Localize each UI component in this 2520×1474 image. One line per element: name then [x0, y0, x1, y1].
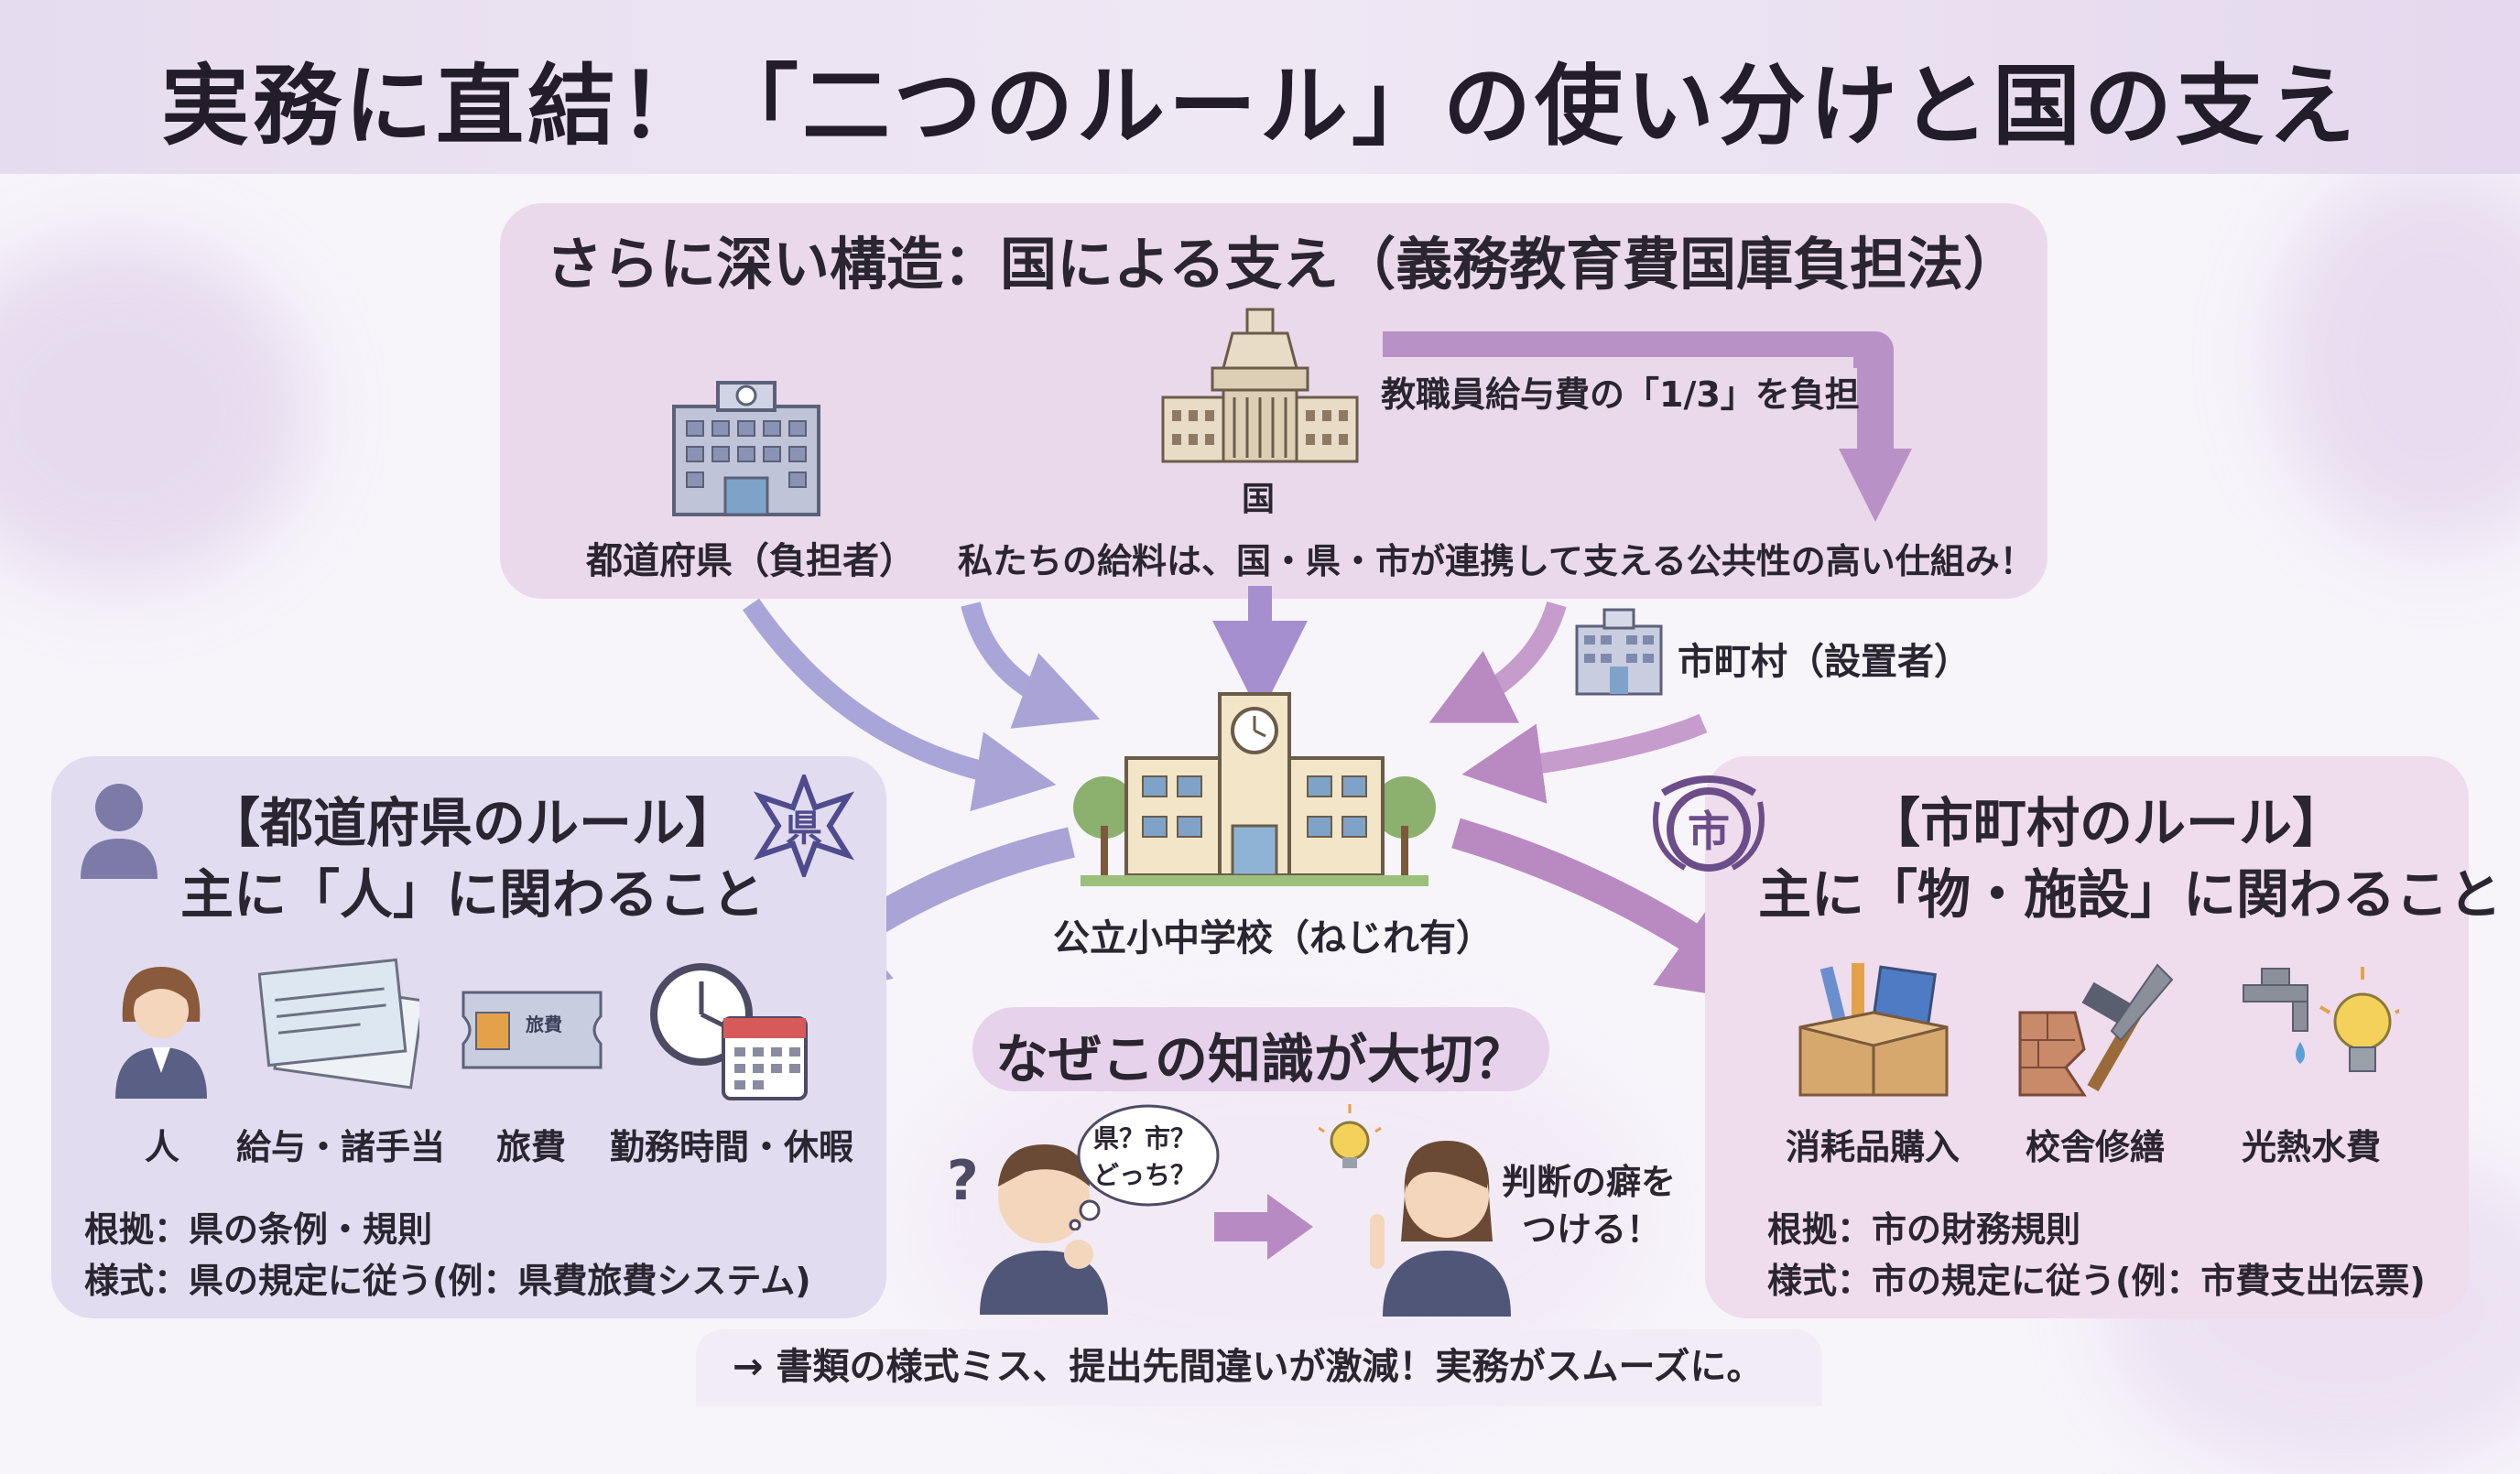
prefecture-label: 都道府県（負担者） — [586, 540, 916, 582]
funding-summary: 私たちの給料は、国・県・市が連携して支える公共性の高い仕組み！ — [958, 541, 2035, 581]
person-icon — [81, 784, 158, 879]
thought-line-1: 県？市？ — [1093, 1123, 1197, 1154]
prefecture-format: 様式：県の規定に従う(例：県費旅費システム) — [84, 1261, 811, 1301]
background-wash — [2271, 165, 2520, 549]
municipality-label: 市町村（設置者） — [1678, 641, 1971, 683]
municipality-building-icon — [1575, 608, 1663, 696]
page-title: 実務に直結！「二つのルール」の使い分けと国の支え — [161, 55, 2359, 157]
national-support-heading: さらに深い構造：国による支え（義務教育費国庫負担法） — [546, 231, 2021, 298]
idea-person-icon — [1319, 1104, 1511, 1317]
svg-text:?: ? — [947, 1149, 979, 1213]
prefecture-seal-text: 県 — [786, 807, 822, 850]
footer-message: → 書類の様式ミス、提出先間違いが激減！実務がスムーズに。 — [733, 1346, 1764, 1388]
prefecture-item-worktime: 勤務時間・休暇 — [610, 1127, 854, 1167]
prefecture-rules-subheading: 主に「人」に関わること — [179, 863, 765, 926]
prefecture-item-person: 人 — [145, 1127, 180, 1167]
municipality-item-repairs: 校舎修繕 — [2026, 1127, 2166, 1167]
school-label: 公立小中学校（ねじれ有） — [1053, 917, 1493, 959]
staff-person-icon — [115, 967, 207, 1099]
diet-building-icon — [1161, 308, 1359, 463]
municipality-rules-heading: 【市町村のルール】 — [1866, 792, 2345, 854]
municipality-basis: 根拠：市の財務規則 — [1767, 1209, 2081, 1250]
title-band — [0, 0, 2520, 174]
travel-ticket-text: 旅費 — [526, 1013, 562, 1035]
why-heading-pill — [972, 1007, 1549, 1091]
prefecture-item-salary: 給与・諸手当 — [236, 1127, 446, 1167]
burden-note-bg — [1377, 357, 1853, 423]
repair-tools-icon — [2018, 963, 2174, 1097]
thought-bubble — [1069, 1104, 1220, 1230]
municipality-seal-icon: 市 — [1653, 775, 1765, 872]
habit-line-2: つける！ — [1522, 1209, 1662, 1250]
progress-arrow — [1214, 1194, 1313, 1260]
utilities-icon — [2243, 967, 2399, 1072]
municipality-item-supplies: 消耗品購入 — [1786, 1127, 1961, 1167]
prefecture-basis: 根拠：県の条例・規則 — [84, 1209, 433, 1250]
municipality-rules-subheading: 主に「物・施設」に関わること — [1758, 863, 2503, 926]
burden-arrow — [1383, 331, 1912, 522]
confused-person-icon: ? — [947, 1144, 1108, 1315]
prefecture-building-icon — [672, 381, 820, 516]
clock-calendar-icon — [650, 963, 808, 1100]
burden-note: 教職員給与費の「1/3」を負担 — [1381, 374, 1860, 415]
municipality-format: 様式：市の規定に従う(例：市費支出伝票) — [1767, 1261, 2426, 1301]
public-school-icon — [1073, 692, 1436, 886]
prefecture-rules-heading: 【都道府県のルール】 — [206, 792, 738, 854]
supplies-box-icon — [1798, 963, 1949, 1097]
travel-ticket-icon: 旅費 — [462, 991, 603, 1069]
prefecture-item-travel: 旅費 — [496, 1127, 567, 1167]
footer-band — [696, 1329, 1822, 1406]
why-heading: なぜこの知識が大切？ — [994, 1028, 1526, 1090]
municipality-item-utilities: 光熱水費 — [2242, 1127, 2382, 1167]
payslip-icon — [258, 958, 419, 1089]
municipality-seal-text: 市 — [1688, 807, 1730, 856]
country-label: 国 — [1242, 481, 1276, 518]
thought-line-2: どっち？ — [1093, 1160, 1197, 1190]
background-wash — [0, 238, 311, 586]
prefecture-seal-icon: 県 — [754, 775, 854, 877]
habit-line-1: 判断の癖を — [1502, 1162, 1677, 1202]
